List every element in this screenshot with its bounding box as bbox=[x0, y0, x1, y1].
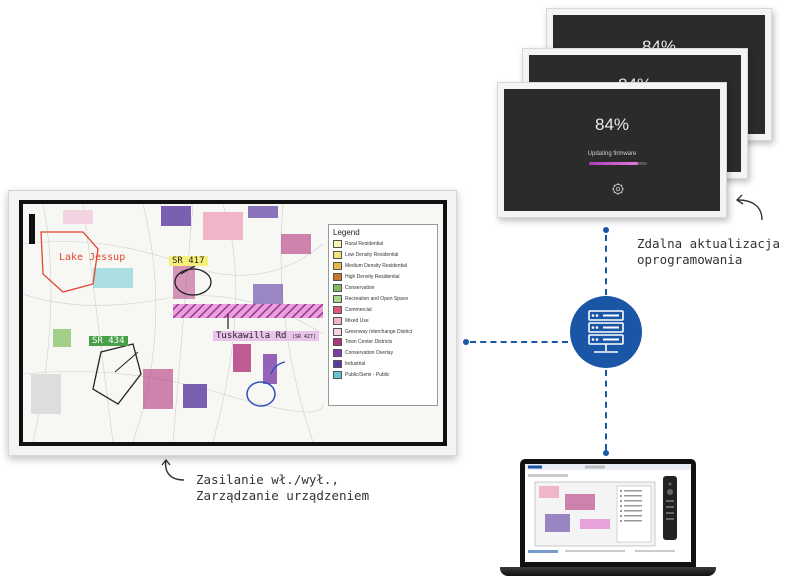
firmware-status: Updating firmware bbox=[587, 151, 637, 157]
interactive-display: Lake Jessup SR 417 SR 434 Tuskawilla Rd … bbox=[8, 190, 457, 456]
legend-item: Industrial bbox=[333, 359, 433, 370]
connector-dot-laptop bbox=[603, 450, 609, 456]
firmware-percent: 84% bbox=[594, 115, 630, 134]
legend-swatch bbox=[333, 360, 342, 369]
remote-update-line1: Zdalna aktualizacja bbox=[637, 236, 780, 251]
legend-item: Public/Semi - Public bbox=[333, 370, 433, 381]
firmware-progress-bar bbox=[589, 162, 647, 165]
legend-swatch bbox=[333, 371, 342, 380]
connector-dot-display bbox=[463, 339, 469, 345]
legend-item: Conservation bbox=[333, 283, 433, 294]
annotation-lake-jessup: Lake Jessup bbox=[59, 252, 126, 263]
legend-swatch bbox=[333, 273, 342, 282]
power-management-caption: Zasilanie wł./wył., Zarządzanie urządzen… bbox=[196, 472, 369, 504]
legend-label: Low Density Residential bbox=[345, 252, 399, 259]
legend-swatch bbox=[333, 305, 342, 314]
legend-label: Commercial bbox=[345, 306, 372, 313]
firmware-display-front: 84% Updating firmware bbox=[497, 82, 727, 218]
legend-label: Public/Semi - Public bbox=[345, 372, 390, 379]
gear-icon bbox=[612, 183, 624, 195]
legend-item: Rural Residential bbox=[333, 239, 433, 250]
legend-item: Recreation and Open Space bbox=[333, 293, 433, 304]
legend-label: Conservation Overlay bbox=[345, 350, 394, 357]
legend-label: Town Center Districts bbox=[345, 339, 393, 346]
legend-label: Mixed Use bbox=[345, 317, 369, 324]
map-drawing bbox=[23, 204, 324, 442]
legend-swatch bbox=[333, 294, 342, 303]
legend-swatch bbox=[333, 349, 342, 358]
land-use-map[interactable]: Lake Jessup SR 417 SR 434 Tuskawilla Rd … bbox=[23, 204, 443, 442]
connector-display-server bbox=[470, 341, 568, 343]
legend-label: Recreation and Open Space bbox=[345, 295, 409, 302]
server-rack-icon bbox=[588, 310, 624, 353]
legend-item: Mixed Use bbox=[333, 315, 433, 326]
connector-firmware-server bbox=[605, 235, 607, 295]
laptop-app-preview bbox=[525, 464, 691, 553]
power-line1: Zasilanie wł./wył., bbox=[196, 472, 339, 487]
legend-item: Low Density Residential bbox=[333, 250, 433, 261]
legend-item: Medium Density Residential bbox=[333, 261, 433, 272]
annotation-tuskawilla: Tuskawilla Rd (SR 427) bbox=[213, 331, 319, 341]
laptop-base bbox=[500, 567, 716, 576]
legend-swatch bbox=[333, 240, 342, 249]
legend-swatch bbox=[333, 327, 342, 336]
annotation-tuskawilla-small: (SR 427) bbox=[291, 334, 316, 340]
annotation-sr434: SR 434 bbox=[89, 336, 128, 346]
legend-item: Town Center Districts bbox=[333, 337, 433, 348]
legend-swatch bbox=[333, 262, 342, 271]
legend-label: Greenway Interchange District bbox=[345, 328, 413, 335]
server bbox=[570, 296, 642, 368]
remote-update-caption: Zdalna aktualizacja oprogramowania bbox=[637, 236, 780, 268]
display-bezel: Lake Jessup SR 417 SR 434 Tuskawilla Rd … bbox=[19, 200, 447, 446]
power-line2: Zarządzanie urządzeniem bbox=[196, 488, 370, 503]
legend-item: Conservation Overlay bbox=[333, 348, 433, 359]
legend-swatch bbox=[333, 251, 342, 260]
legend-title: Legend bbox=[333, 228, 360, 237]
annotation-sr417: SR 417 bbox=[169, 256, 208, 266]
legend-item: Commercial bbox=[333, 304, 433, 315]
legend-label: Industrial bbox=[345, 361, 366, 368]
remote-update-line2: oprogramowania bbox=[637, 252, 743, 267]
curved-arrow-icon bbox=[735, 194, 763, 221]
firmware-progress-fill bbox=[589, 162, 638, 165]
connector-dot-firmware bbox=[603, 227, 609, 233]
legend-label: Conservation bbox=[345, 285, 375, 291]
connector-server-laptop bbox=[605, 370, 607, 450]
laptop-screen[interactable] bbox=[525, 464, 691, 562]
laptop bbox=[520, 459, 696, 567]
annotation-tuskawilla-main: Tuskawilla Rd bbox=[216, 331, 287, 341]
curved-arrow-icon bbox=[161, 458, 185, 481]
legend-swatch bbox=[333, 316, 342, 325]
legend-item: Greenway Interchange District bbox=[333, 326, 433, 337]
legend-swatch bbox=[333, 338, 342, 347]
legend-label: High Density Residential bbox=[345, 274, 400, 281]
legend-label: Rural Residential bbox=[345, 241, 384, 248]
legend-label: Medium Density Residential bbox=[345, 263, 407, 270]
legend-swatch bbox=[333, 284, 342, 292]
legend-item: High Density Residential bbox=[333, 272, 433, 283]
